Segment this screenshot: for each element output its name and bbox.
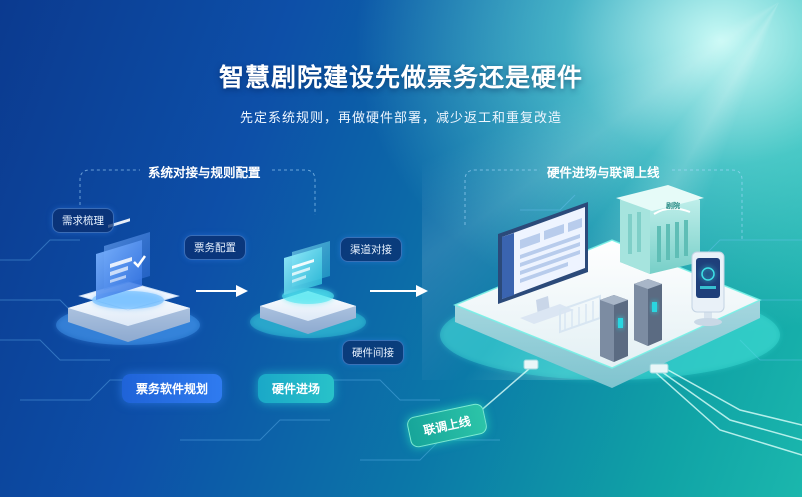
- pill-hardware-entry: 硬件进场: [258, 374, 335, 403]
- dashed-frames: [79, 169, 743, 240]
- theater-building: [616, 185, 704, 274]
- section-label-left: 系统对接与规则配置: [148, 165, 261, 180]
- building-sign: 剧院: [666, 201, 680, 210]
- tag-ticket-config: 票务配置: [184, 235, 246, 260]
- ticket-software-platform: [56, 218, 200, 345]
- tag-requirements: 需求梳理: [52, 208, 114, 233]
- face-recognition-kiosk: [691, 251, 725, 326]
- page-title: 智慧剧院建设先做票务还是硬件: [218, 63, 583, 92]
- hardware-entry-platform: [250, 241, 366, 338]
- check-icon: [133, 255, 147, 268]
- flow-arrows: [196, 285, 428, 297]
- port-icon: [523, 359, 539, 370]
- tag-hardware-interface: 硬件间接: [342, 340, 404, 365]
- section-label-right: 硬件进场与联调上线: [547, 165, 660, 180]
- monitor: [498, 202, 588, 324]
- tag-channel: 渠道对接: [340, 237, 402, 262]
- turnstile-gates: [559, 279, 662, 362]
- port-icon: [649, 363, 669, 374]
- page-subtitle: 先定系统规则，再做硬件部署，减少返工和重复改造: [239, 111, 562, 126]
- pill-ticket-software: 票务软件规划: [122, 374, 223, 403]
